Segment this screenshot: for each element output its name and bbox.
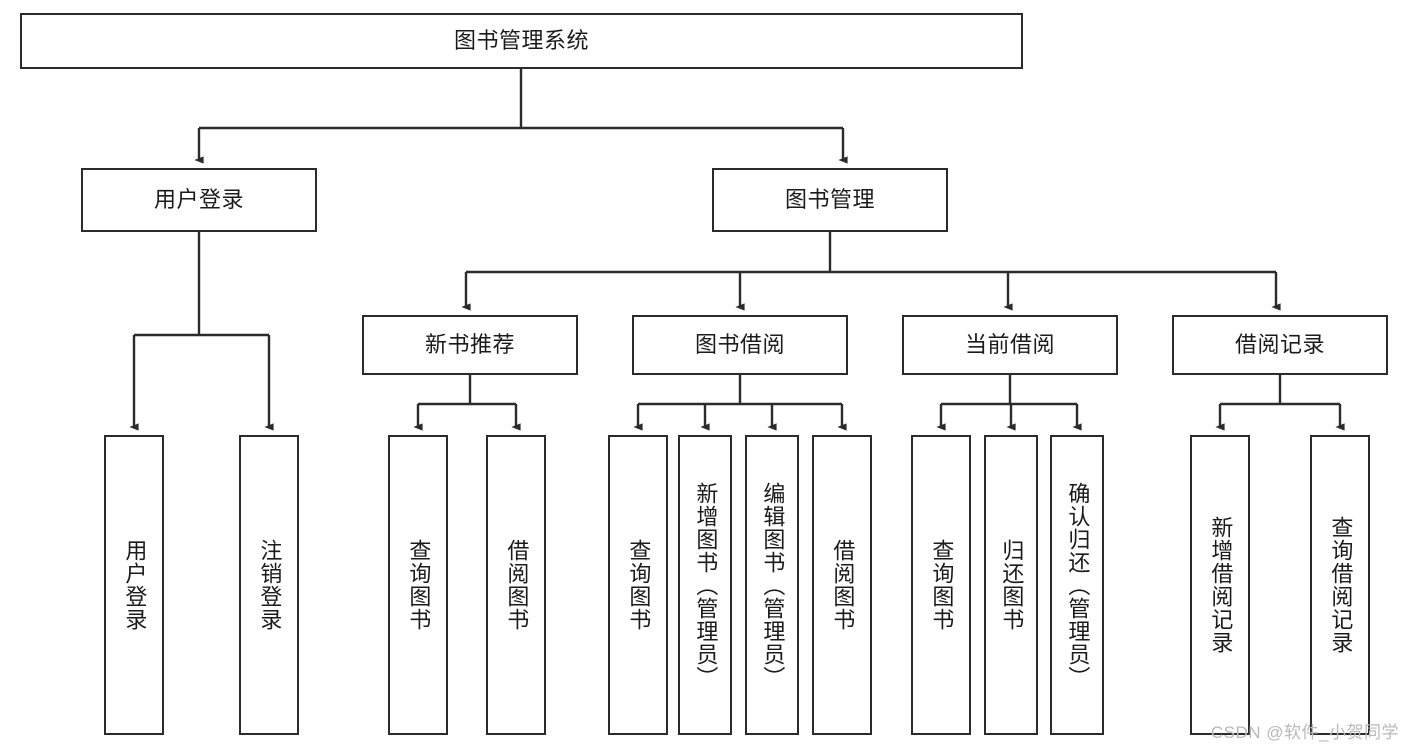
- leaf-add-book-admin-label: 新增图书（管理员）: [693, 481, 719, 689]
- leaf-return-book[interactable]: 归还图书: [984, 435, 1038, 735]
- leaf-query-book-current[interactable]: 查询图书: [911, 435, 971, 735]
- leaf-user-login-label: 用户登录: [122, 539, 148, 631]
- leaf-query-book-borrow-label: 查询图书: [626, 539, 652, 631]
- node-root[interactable]: 图书管理系统: [20, 13, 1023, 69]
- node-borrow-record-label: 借阅记录: [1234, 331, 1325, 357]
- leaf-query-book-recommend-label: 查询图书: [406, 539, 432, 631]
- node-book-manage-label: 图书管理: [784, 186, 875, 212]
- node-current-borrow-label: 当前借阅: [964, 331, 1055, 357]
- node-current-borrow[interactable]: 当前借阅: [902, 315, 1118, 375]
- node-book-borrow[interactable]: 图书借阅: [632, 315, 848, 375]
- leaf-logout-login[interactable]: 注销登录: [239, 435, 299, 735]
- leaf-query-book-borrow[interactable]: 查询图书: [608, 435, 668, 735]
- node-new-book-recommend[interactable]: 新书推荐: [362, 315, 578, 375]
- node-borrow-record[interactable]: 借阅记录: [1172, 315, 1388, 375]
- node-book-borrow-label: 图书借阅: [694, 331, 785, 357]
- node-user-login[interactable]: 用户登录: [81, 168, 317, 232]
- leaf-edit-book-admin[interactable]: 编辑图书（管理员）: [745, 435, 799, 735]
- leaf-query-borrow-record-label: 查询借阅记录: [1328, 516, 1354, 654]
- leaf-return-book-label: 归还图书: [999, 539, 1025, 631]
- leaf-confirm-return-admin[interactable]: 确认归还（管理员）: [1050, 435, 1104, 735]
- node-user-login-label: 用户登录: [153, 186, 244, 212]
- leaf-borrow-book-recommend-label: 借阅图书: [504, 539, 530, 631]
- leaf-add-borrow-record[interactable]: 新增借阅记录: [1190, 435, 1250, 735]
- leaf-confirm-return-admin-label: 确认归还（管理员）: [1065, 481, 1091, 689]
- leaf-query-borrow-record[interactable]: 查询借阅记录: [1310, 435, 1370, 735]
- leaf-user-login[interactable]: 用户登录: [104, 435, 164, 735]
- leaf-edit-book-admin-label: 编辑图书（管理员）: [760, 481, 786, 689]
- node-new-book-recommend-label: 新书推荐: [424, 331, 515, 357]
- leaf-query-book-recommend[interactable]: 查询图书: [388, 435, 448, 735]
- leaf-logout-login-label: 注销登录: [257, 539, 283, 631]
- leaf-query-book-current-label: 查询图书: [929, 539, 955, 631]
- leaf-add-book-admin[interactable]: 新增图书（管理员）: [678, 435, 732, 735]
- node-root-label: 图书管理系统: [453, 27, 589, 53]
- leaf-add-borrow-record-label: 新增借阅记录: [1208, 516, 1234, 654]
- node-book-manage[interactable]: 图书管理: [712, 168, 948, 232]
- leaf-borrow-book-recommend[interactable]: 借阅图书: [486, 435, 546, 735]
- leaf-borrow-book[interactable]: 借阅图书: [812, 435, 872, 735]
- leaf-borrow-book-label: 借阅图书: [830, 539, 856, 631]
